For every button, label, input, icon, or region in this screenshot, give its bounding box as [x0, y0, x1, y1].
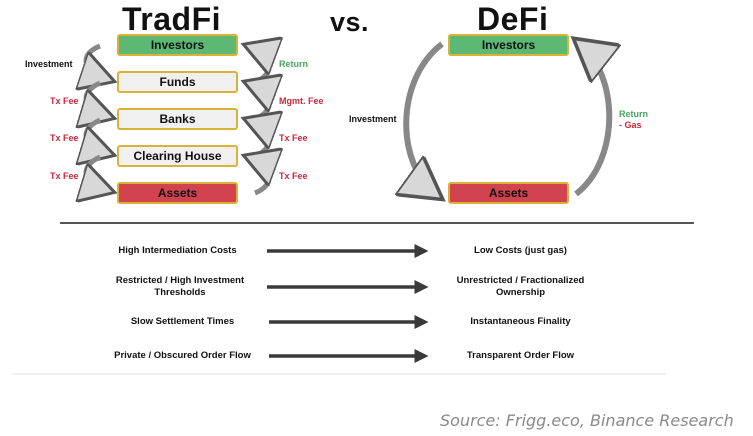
- curved-arrow-icon: [248, 83, 269, 122]
- comparison-right-text: Transparent Order Flow: [466, 350, 575, 361]
- curved-arrow-icon: [86, 154, 110, 191]
- defi-title: DeFi: [477, 1, 549, 37]
- curved-arrow-icon: [248, 46, 269, 85]
- defi-return-arrow-icon: [576, 42, 609, 197]
- comparison-left-text: Restricted / High Investment Thresholds: [115, 275, 245, 298]
- tradfi-investors-box: Investors: [117, 34, 238, 56]
- comparison-left-text: Private / Obscured Order Flow: [114, 350, 251, 361]
- vs-title: vs.: [330, 7, 370, 37]
- tradfi-right-fee-label: Tx Fee: [279, 171, 308, 181]
- tradfi-clearing-house-box: Clearing House: [117, 145, 238, 167]
- defi-assets-box: Assets: [448, 182, 569, 204]
- tradfi-mgmt-fee-label: Mgmt. Fee: [279, 96, 324, 106]
- curved-arrow-icon: [248, 120, 269, 159]
- tradfi-funds-box: Funds: [117, 71, 238, 93]
- comparison-left-text: High Intermediation Costs: [118, 245, 237, 256]
- source-caption: Source: Frigg.eco, Binance Research: [440, 411, 734, 430]
- tradfi-left-fee-label: Tx Fee: [50, 171, 79, 181]
- tradfi-right-arrows: [248, 46, 269, 196]
- defi-investment-arrow-icon: [406, 41, 442, 196]
- tradfi-assets-box: Assets: [117, 182, 238, 204]
- curved-arrow-icon: [86, 117, 110, 154]
- defi-gas-label: - Gas: [619, 120, 642, 130]
- comparison-left-text: Slow Settlement Times: [130, 316, 235, 327]
- comparison-arrows: [267, 244, 429, 363]
- tradfi-title: TradFi: [122, 1, 222, 37]
- curved-arrow-icon: [86, 43, 110, 80]
- curved-arrow-icon: [248, 157, 269, 196]
- tradfi-left-fee-label: Tx Fee: [50, 133, 79, 143]
- comparison-right-text: Low Costs (just gas): [474, 245, 567, 256]
- tradfi-investment-label: Investment: [25, 59, 73, 69]
- comparison-right-text: Instantaneous Finality: [470, 316, 571, 327]
- tradfi-left-arrows: [86, 43, 110, 191]
- defi-investors-box: Investors: [448, 34, 569, 56]
- defi-investment-label: Investment: [349, 114, 397, 124]
- tradfi-right-fee-label: Tx Fee: [279, 133, 308, 143]
- tradfi-banks-box: Banks: [117, 108, 238, 130]
- defi-return-label: Return: [619, 109, 648, 119]
- tradfi-left-fee-label: Tx Fee: [50, 96, 79, 106]
- tradfi-return-label: Return: [279, 59, 308, 69]
- comparison-right-text: Unrestricted / Fractionalized Ownership: [456, 275, 585, 298]
- curved-arrow-icon: [86, 80, 110, 117]
